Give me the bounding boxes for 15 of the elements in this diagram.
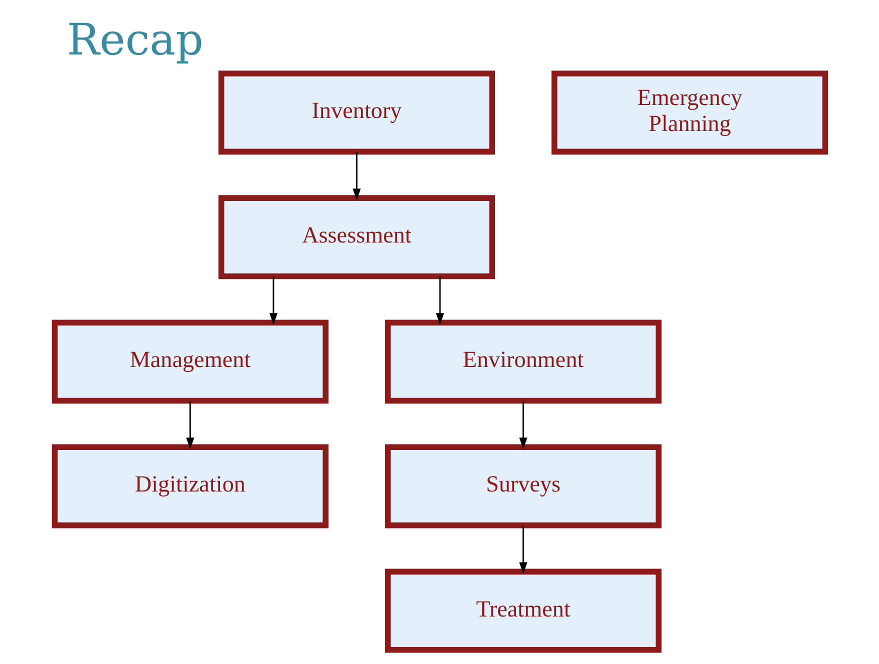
node-box: Treatment (384, 568, 662, 653)
node-box: Assessment (218, 195, 495, 280)
node-box: Digitization (51, 444, 328, 528)
arrow (268, 276, 278, 325)
diagram-title: Recap (66, 16, 203, 66)
arrow (435, 276, 444, 325)
node-box: Management (51, 320, 328, 404)
node-box: Environment (384, 320, 662, 404)
arrow (352, 152, 360, 200)
node-box: Inventory (218, 70, 495, 155)
node-box: Emergency Planning (551, 70, 828, 155)
arrow (186, 401, 194, 450)
arrow (518, 401, 527, 450)
arrow (518, 526, 527, 574)
node-box: Surveys (384, 444, 662, 528)
